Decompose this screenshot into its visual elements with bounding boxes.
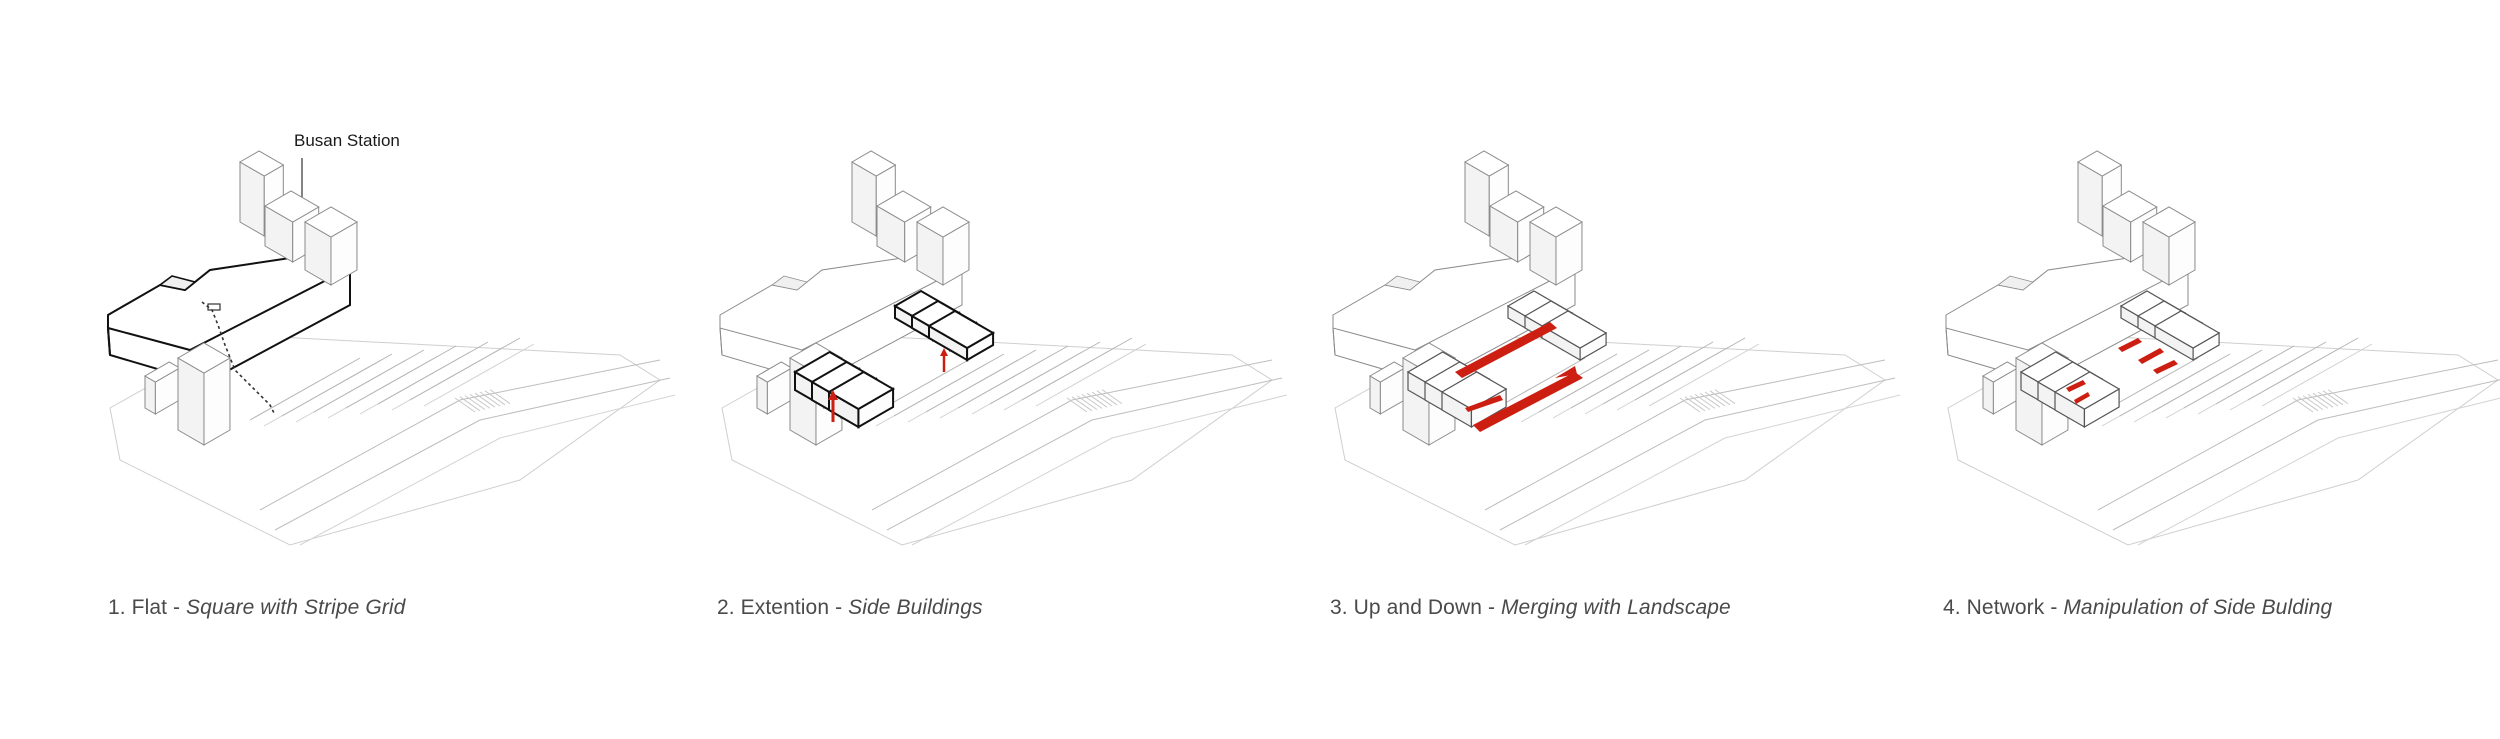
axonometric-panel-4	[1938, 150, 2500, 570]
callout-busan-station: Busan Station	[294, 131, 400, 150]
axonometric-panel-1	[100, 150, 680, 570]
caption-1: 1. Flat - Square with Stripe Grid	[108, 596, 406, 619]
caption-4: 4. Network - Manipulation of Side Buldin…	[1943, 596, 2333, 619]
axonometric-panel-2	[712, 150, 1292, 570]
axonometric-panel-3	[1325, 150, 1905, 570]
caption-3: 3. Up and Down - Merging with Landscape	[1330, 596, 1731, 619]
caption-2: 2. Extention - Side Buildings	[717, 596, 983, 619]
